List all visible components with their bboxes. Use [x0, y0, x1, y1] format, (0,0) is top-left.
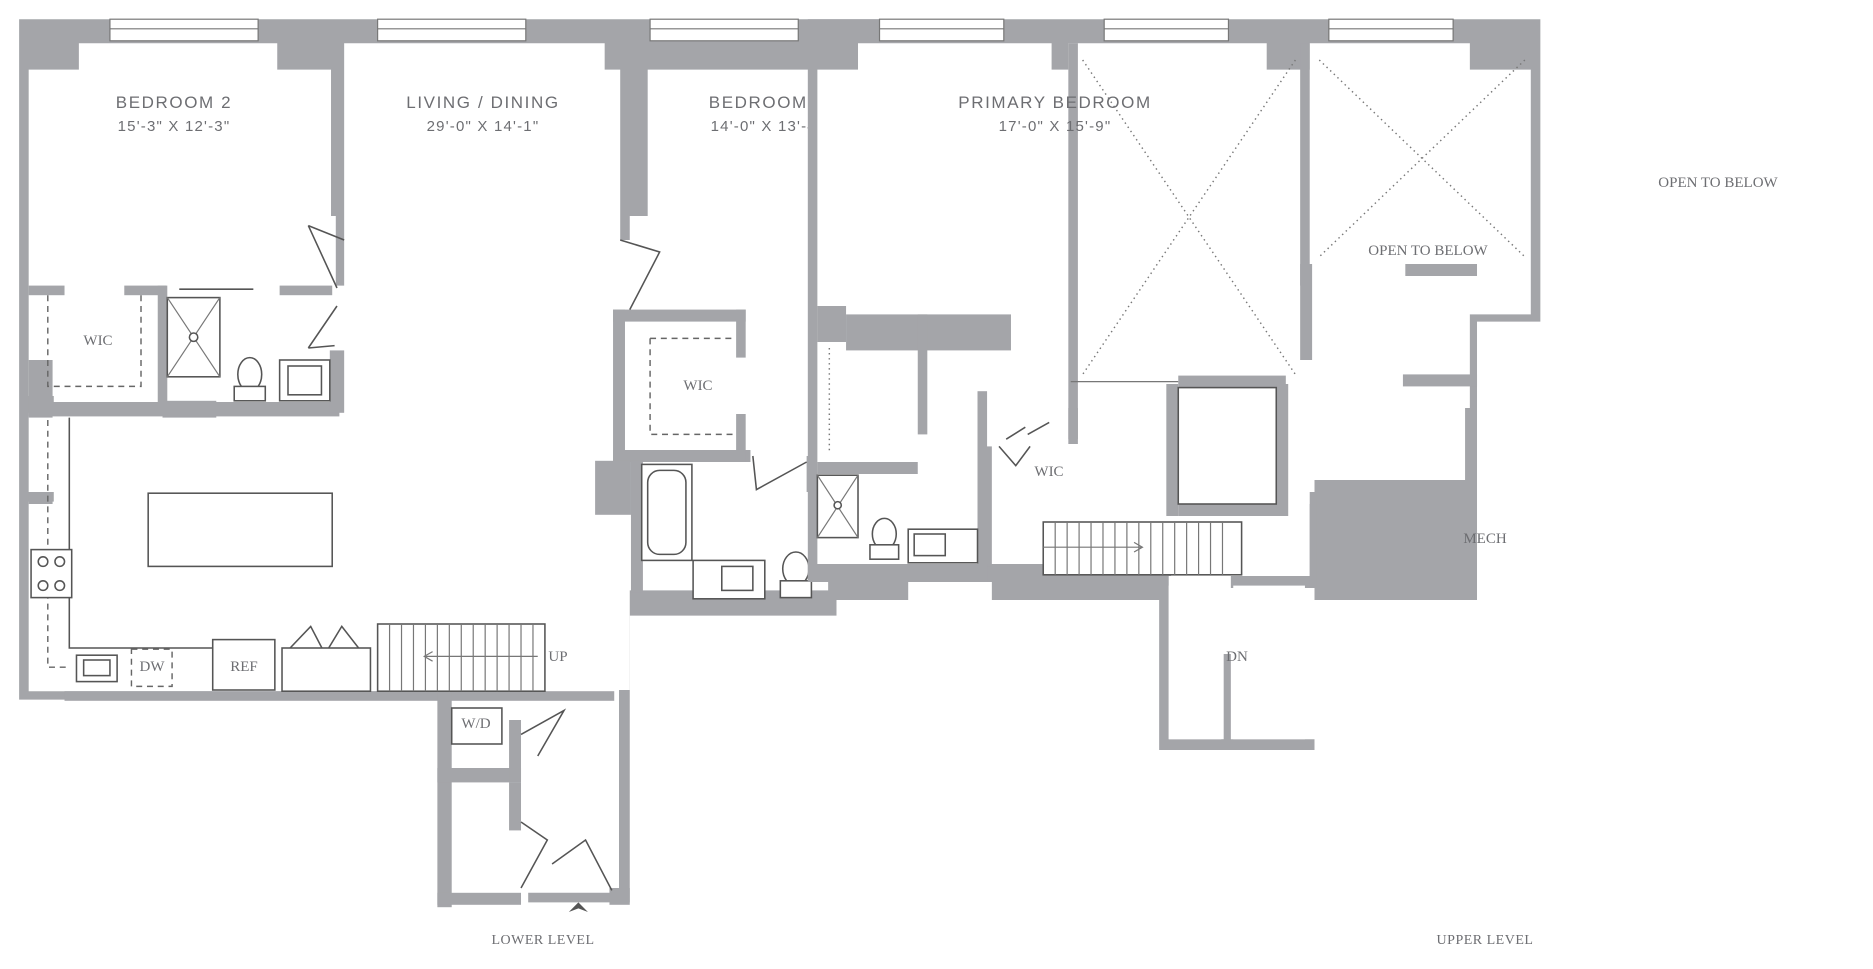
living-name: LIVING / DINING: [406, 93, 559, 112]
open-to-below-label-2: OPEN TO BELOW: [1658, 175, 1778, 191]
wic-label-primary: WIC: [1034, 464, 1063, 480]
stairs-up-label: UP: [548, 649, 567, 665]
wic-label-bedroom3: WIC: [683, 378, 712, 394]
dw-label: DW: [140, 659, 166, 675]
bedroom3-dims: 14'-0" X 13'-4": [711, 118, 824, 135]
upper-level-caption: UPPER LEVEL: [1437, 933, 1534, 948]
upper-level-plan: [807, 18, 1541, 750]
mech-label: MECH: [1463, 531, 1507, 547]
stairs-down-label: DN: [1226, 649, 1248, 665]
wic-label-bedroom2: WIC: [83, 333, 112, 349]
open-to-below-label-1: OPEN TO BELOW: [1368, 243, 1488, 259]
bedroom2-name: BEDROOM 2: [116, 93, 232, 112]
primary-bedroom-dims: 17'-0" X 15'-9": [999, 118, 1112, 135]
living-dims: 29'-0" X 14'-1": [427, 118, 540, 135]
bedroom2-dims: 15'-3" X 12'-3": [118, 118, 231, 135]
bedroom3-name: BEDROOM 3: [709, 93, 825, 112]
ref-label: REF: [230, 659, 258, 675]
primary-bedroom-name: PRIMARY BEDROOM: [958, 93, 1151, 112]
lower-level-caption: LOWER LEVEL: [491, 933, 594, 948]
wd-label: W/D: [461, 716, 490, 732]
lower-level-plan: [19, 18, 909, 913]
